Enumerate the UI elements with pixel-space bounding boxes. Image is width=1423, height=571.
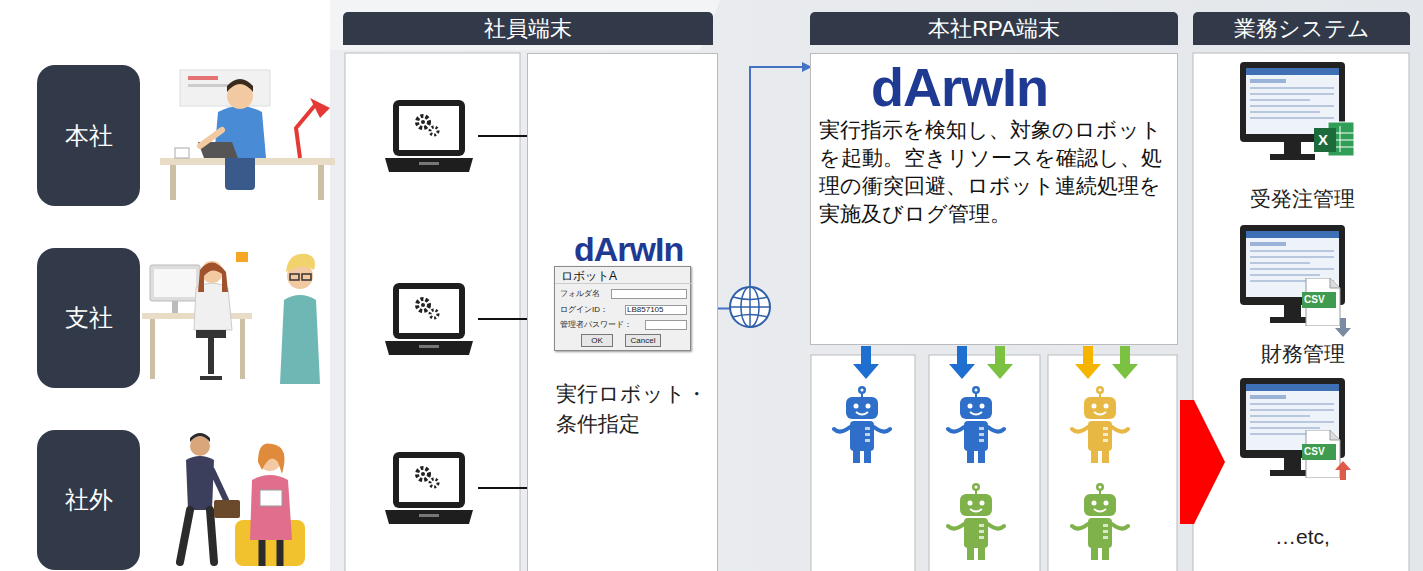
office-person [160,70,335,200]
system-item: …etc, [1203,373,1402,563]
branch-people [142,252,320,384]
system-name: …etc, [1203,525,1402,549]
rpa-panel: 本社RPA端末 dArwIn実行指示を検知し、対象のロボットを起動。空きリソースを… [810,12,1178,571]
site-label: 本社 [37,65,140,206]
system-item: 財務管理 [1203,220,1402,372]
dialog-window: ロボットA フォルダ名ログインID： LB857105 管理者パスワード： OK Canc… [554,266,691,351]
dialog-title: ロボットA [561,269,617,283]
panel-heading: 本社RPA端末 [810,12,1178,45]
system-panel: 業務システム受発注管理財務管理 …etc, [1193,12,1410,571]
launcher-column: dArwIn 実行ロボット・条件指定 ロボットA フォルダ名ログインID： LB8571… [527,53,718,571]
field-label: 管理者パスワード： [560,320,632,330]
site-label: 社外 [37,430,140,570]
logo-text: dArwIn [871,56,1048,118]
field-label: ログインID： [560,305,608,315]
system-item: 受発注管理 [1203,57,1402,217]
outside-people [180,433,305,566]
system-name: 財務管理 [1203,340,1402,368]
logo-text: dArwIn [574,230,683,269]
site-box: 本社 [37,65,140,206]
panel-heading: 社員端末 [343,12,713,45]
excel-mark: X [1318,131,1328,149]
file-type-label: CSV [1304,293,1325,307]
site-box: 支社 [37,248,140,388]
input-field [555,283,692,284]
terminal-panel: 社員端末 dArwIn 実行ロボット・条件指定 ロボットA フォルダ名ログインID： LB… [343,12,713,571]
field-label: フォルダ名 [560,289,600,299]
dialog-button: OK [581,334,613,347]
description-text: 実行指示を検知し、対象のロボットを起動。空きリソースを確認し、処理の衝突回避、ロ… [819,116,1171,228]
field-value: LB857105 [627,305,663,315]
file-type-label: CSV [1304,445,1325,459]
input-field [645,320,687,330]
block-arrow [1180,400,1225,524]
dialog-button: Cancel [625,334,661,347]
panel-heading: 業務システム [1193,12,1410,45]
system-name: 受発注管理 [1203,185,1402,213]
site-label: 支社 [37,248,140,388]
down-arrows [853,346,1138,379]
caption-text: 実行ロボット・条件指定 [556,379,716,439]
input-field [611,289,687,299]
site-box: 社外 [37,430,140,570]
rpa-controller-box: dArwIn実行指示を検知し、対象のロボットを起動。空きリソースを確認し、処理の… [810,53,1178,345]
